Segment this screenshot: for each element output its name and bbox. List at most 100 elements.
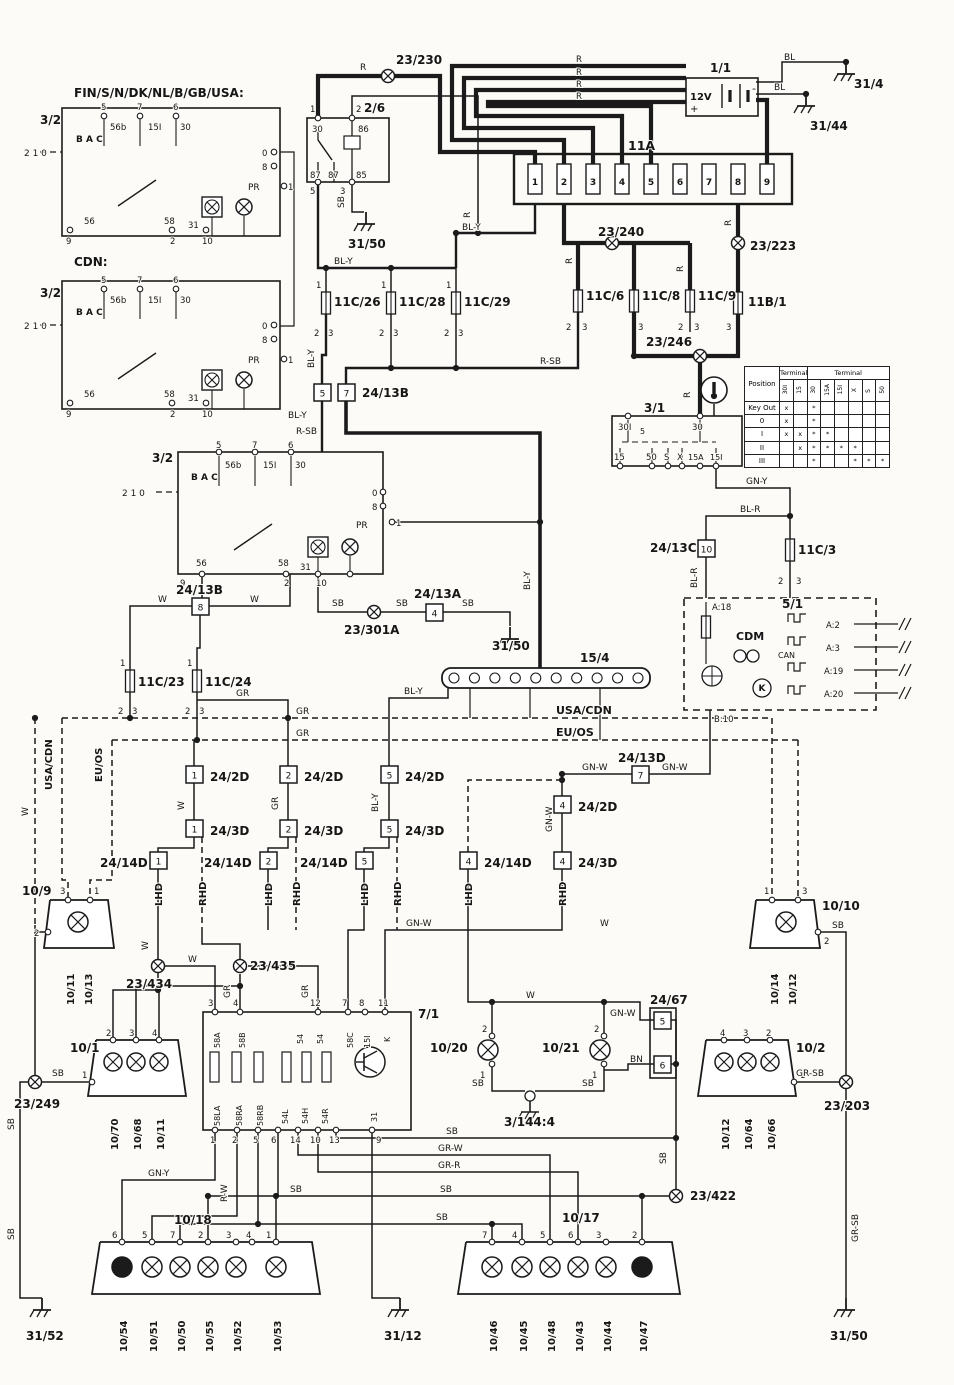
wire <box>351 182 364 213</box>
junction-dot <box>204 1192 212 1200</box>
pin-box <box>653 1055 672 1074</box>
label-2: 2 <box>170 237 175 247</box>
wire <box>335 1130 676 1139</box>
label-bl-r: BL-R <box>740 505 761 515</box>
ground-icon <box>511 638 517 647</box>
waveform-icon <box>787 685 806 695</box>
ground-icon <box>807 105 813 114</box>
label-bl-y: BL-Y <box>307 349 317 368</box>
wire <box>179 1130 259 1242</box>
label-24-67: 24/67 <box>650 993 688 1007</box>
label-3: 3 <box>340 187 345 197</box>
label-3: 3 <box>638 323 643 333</box>
label-sb: SB <box>832 921 844 931</box>
terminal-column: 15 <box>792 379 808 402</box>
fuse-number: 4 <box>619 178 625 188</box>
label-58: 58 <box>164 390 175 400</box>
label-24-13d: 24/13D <box>618 751 666 765</box>
terminal-node <box>272 1238 280 1246</box>
label-2: 2 <box>34 929 39 939</box>
label-11c-9: 11C/9 <box>698 289 736 303</box>
bulb-icon <box>200 1259 216 1275</box>
table-cell <box>875 414 890 429</box>
label-31: 31 <box>188 394 199 404</box>
label-24-13b: 24/13B <box>176 583 223 597</box>
label-4: 4 <box>233 999 238 1009</box>
label-2: 2 <box>766 1029 771 1039</box>
table-cell: * <box>834 440 849 455</box>
wire <box>351 95 479 233</box>
label-23-230: 23/230 <box>396 53 442 67</box>
splice-icon <box>234 960 246 972</box>
terminal-node <box>251 448 259 456</box>
label-10-54: 10/54 <box>119 1320 130 1352</box>
wire <box>461 75 686 164</box>
label-23-435: 23/435 <box>250 959 296 973</box>
fuse-number: 8 <box>735 178 741 188</box>
wire <box>129 605 192 670</box>
label-r: R <box>576 55 582 65</box>
label-1: 1 <box>120 659 125 669</box>
label-54: 54 <box>296 1034 305 1044</box>
terminal-node <box>100 285 108 293</box>
terminal-node <box>696 462 704 470</box>
terminal-node <box>168 226 176 234</box>
bulb-icon <box>484 1259 500 1275</box>
terminal-node <box>574 1238 582 1246</box>
label-bl-y: BL-Y <box>371 793 381 812</box>
label-sb: SB <box>436 1213 448 1223</box>
label-sb: SB <box>337 196 347 208</box>
label-r: R <box>463 212 473 218</box>
label-31: 31 <box>370 1112 379 1122</box>
label-10-43: 10/43 <box>575 1320 586 1352</box>
label-10-53: 10/53 <box>273 1320 284 1352</box>
harness-break-icon <box>904 640 912 654</box>
label-sb: SB <box>52 1069 64 1079</box>
terminal-node <box>348 114 356 122</box>
pin-number: 1 <box>192 772 198 782</box>
wire <box>158 965 216 1012</box>
label-1: 1 <box>310 105 315 115</box>
label-5: 5 <box>540 1231 545 1241</box>
label-7: 7 <box>252 441 257 451</box>
label-10: 10 <box>316 579 327 589</box>
label-10-18: 10/18 <box>174 1213 212 1227</box>
ground-icon <box>840 1309 846 1318</box>
bulb-icon <box>129 1055 143 1069</box>
label-3: 3 <box>226 1231 231 1241</box>
terminal-node <box>294 1126 302 1134</box>
label-eu-os: EU/OS <box>556 726 594 739</box>
wire <box>363 837 390 852</box>
label-24-14d: 24/14D <box>484 856 532 870</box>
pin-box <box>149 851 168 870</box>
label-a-2: A:2 <box>826 621 840 631</box>
pin-box <box>355 851 374 870</box>
label-sb: SB <box>7 1228 17 1240</box>
label-: - <box>752 82 756 95</box>
label-2: 2 <box>594 1025 599 1035</box>
resistor-icon <box>301 1051 312 1083</box>
label-bl-y: BL-Y <box>462 223 481 233</box>
label-11c-26: 11C/26 <box>334 295 381 309</box>
label-1: 1 <box>82 1071 87 1081</box>
label-bl: BL <box>784 53 795 63</box>
ground-icon <box>847 73 853 82</box>
wire <box>443 611 511 626</box>
table-cell: * <box>820 440 835 455</box>
terminal-node <box>678 462 686 470</box>
table-cell <box>875 440 890 455</box>
key-position: 0 <box>744 414 780 429</box>
label-24-14d: 24/14D <box>204 856 252 870</box>
pin-box <box>279 765 298 784</box>
fuse-number: 1 <box>532 178 538 188</box>
harness-break-icon <box>898 663 906 677</box>
boxed-bulb-icon <box>206 374 218 386</box>
splice-icon <box>606 237 618 249</box>
label-sb: SB <box>472 1079 484 1089</box>
label-r-sb: R-SB <box>540 357 561 367</box>
label-rhd: RHD <box>198 882 209 906</box>
label-bl-y: BL-Y <box>404 687 423 697</box>
label-10-21: 10/21 <box>542 1041 580 1055</box>
label-a-18: A:18 <box>712 603 731 613</box>
